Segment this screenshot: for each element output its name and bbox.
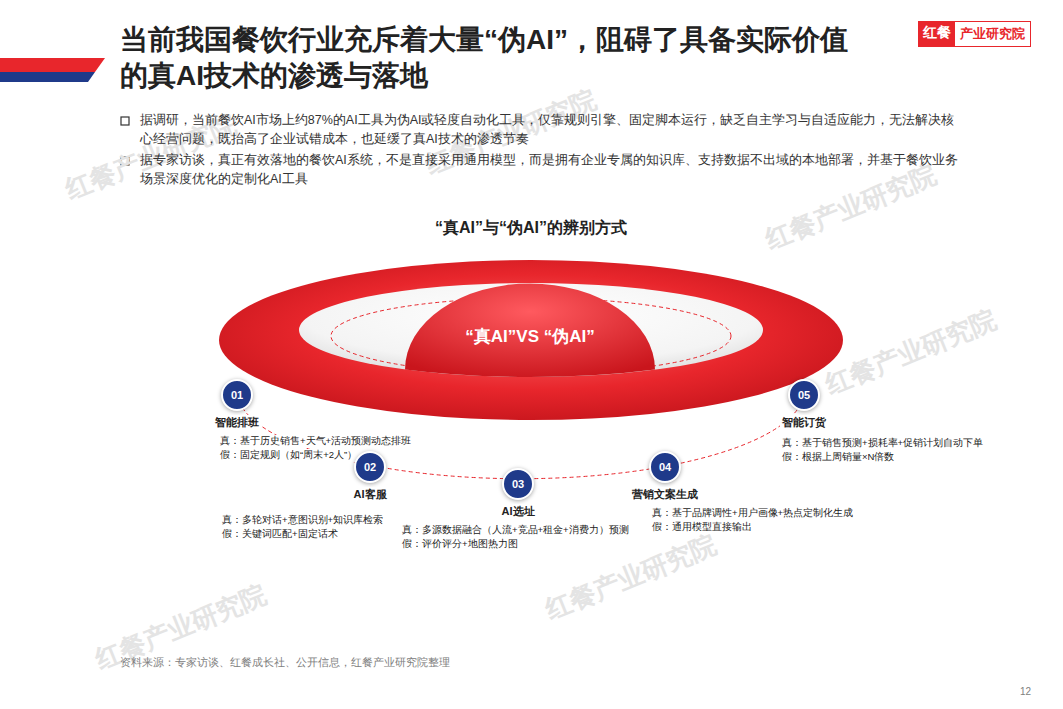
dome-label: “真AI”VS “伪AI” (405, 325, 655, 348)
comparison-line: 假：通用模型直接输出 (650, 521, 754, 534)
step-circle: 02AI客服 (354, 451, 386, 483)
comparison-line: 真：多源数据融合（人流+竞品+租金+消费力）预测 (400, 524, 631, 537)
inner-ring (299, 283, 763, 377)
step-heading: 营销文案生成 (630, 487, 700, 502)
step-circle: 05智能订货 (788, 379, 820, 411)
logo-name: 产业研究院 (955, 22, 1030, 46)
comparison-line: 假：固定规则（如“周末+2人”） (218, 449, 359, 462)
bullet-text: 据专家访谈，真正有效落地的餐饮AI系统，不是直接采用通用模型，而是拥有企业专属的… (140, 151, 960, 189)
comparison-line: 假：评价评分+地图热力图 (400, 538, 520, 551)
logo-box: 红餐产业研究院 (918, 21, 1031, 47)
source-note: 资料来源：专家访谈、红餐成长社、公开信息，红餐产业研究院整理 (120, 656, 450, 670)
watermark: 红餐产业研究院 (540, 527, 722, 628)
step-heading: 智能订货 (780, 415, 828, 430)
bullet-text: 据调研，当前餐饮AI市场上约87%的AI工具为伪AI或轻度自动化工具，仅靠规则引… (140, 111, 960, 149)
step-circle: 03AI选址 (502, 468, 534, 500)
comparison-line: 假：关键词匹配+固定话术 (220, 528, 340, 541)
center-dome: “真AI”VS “伪AI” (405, 283, 655, 378)
page-title: 当前我国餐饮行业充斥着大量“伪AI”，阻碍了具备实际价值的真AI技术的渗透与落地 (120, 22, 858, 94)
chart-subtitle: “真AI”与“伪AI”的辨别方式 (331, 218, 731, 239)
step-circle: 01智能排班 (221, 379, 253, 411)
logo-mark: 红餐 (919, 22, 955, 46)
comparison-line: 真：基于品牌调性+用户画像+热点定制化生成 (650, 507, 855, 520)
step-circle: 04营销文案生成 (649, 451, 681, 483)
step-number: 04 (651, 453, 679, 481)
header-stripe (0, 72, 95, 82)
step-number: 03 (504, 470, 532, 498)
page-number: 12 (1020, 686, 1031, 697)
step-number: 05 (790, 381, 818, 409)
comparison-line: 真：基于历史销售+天气+活动预测动态排班 (218, 435, 413, 448)
bullet-square (121, 117, 129, 125)
header-stripe (0, 58, 105, 72)
step-number: 01 (223, 381, 251, 409)
comparison-line: 假：根据上周销量×N倍数 (780, 451, 896, 464)
outer-ring (219, 260, 843, 420)
step-number: 02 (356, 453, 384, 481)
step-heading: AI客服 (352, 487, 389, 502)
comparison-line: 真：多轮对话+意图识别+知识库检索 (220, 514, 385, 527)
step-heading: AI选址 (500, 504, 537, 519)
comparison-line: 真：基于销售预测+损耗率+促销计划自动下单 (780, 437, 985, 450)
watermark: 红餐产业研究院 (760, 157, 942, 258)
step-heading: 智能排班 (213, 415, 261, 430)
watermark: 红餐产业研究院 (820, 302, 1002, 403)
